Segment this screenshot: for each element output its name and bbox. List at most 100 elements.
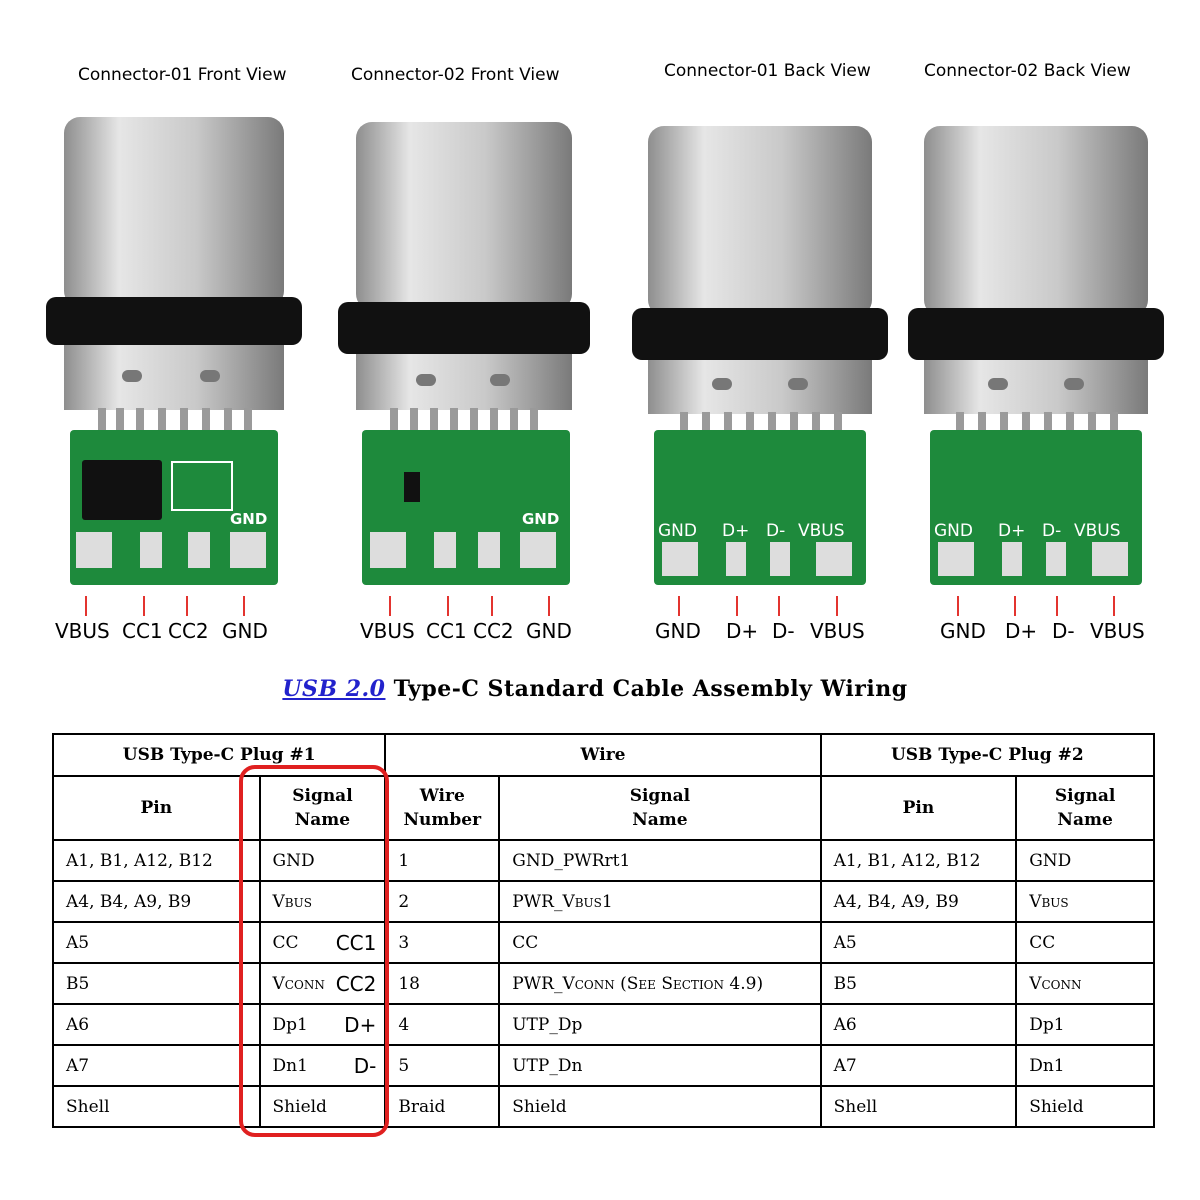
cell-wire: 5 (384, 1044, 501, 1087)
cell-pin2: Shell (819, 1085, 1018, 1128)
view-title-connector-02-back: Connector-02 Back View (924, 61, 1131, 81)
usb-2-link[interactable]: USB 2.0 (282, 676, 386, 702)
pin-tick (243, 596, 245, 616)
wiring-table: USB Type-C Plug #1 Wire USB Type-C Plug … (51, 733, 1156, 1128)
cell-sig1: Vbus (258, 880, 387, 923)
cell-wire: 18 (384, 962, 501, 1005)
group-header-plug-1: USB Type-C Plug #1 (51, 733, 387, 777)
pin-label: GND (526, 619, 572, 643)
pin-tick (143, 596, 145, 616)
cell-pin2: A4, B4, A9, B9 (819, 880, 1018, 923)
cell-wire-signal: UTP_Dn (498, 1044, 822, 1087)
cell-wire-signal: UTP_Dp (498, 1003, 822, 1046)
pin-label: CC1 (122, 619, 163, 643)
cell-sig2: Shield (1015, 1085, 1155, 1128)
cell-sig1: Shield (258, 1085, 387, 1128)
cell-wire: 2 (384, 880, 501, 923)
pin-tick (491, 596, 493, 616)
cell-wire: 1 (384, 839, 501, 882)
pin-tick (186, 596, 188, 616)
cell-wire-signal: PWR_Vconn (See Section 4.9) (498, 962, 822, 1005)
col-header-pin: Pin (52, 775, 261, 841)
pin-tick (548, 596, 550, 616)
table-row: Shell Shield Braid Shield Shell Shield (52, 1085, 1155, 1128)
pin-label: GND (655, 619, 701, 643)
cell-pin2: B5 (819, 962, 1018, 1005)
cell-wire-signal: PWR_Vbus1 (498, 880, 822, 923)
cell-sig2: Vbus (1015, 880, 1155, 923)
svg-text:GND: GND (658, 521, 697, 541)
view-title-connector-01-front: Connector-01 Front View (78, 65, 287, 85)
pin-label: VBUS (55, 619, 110, 643)
pin-tick (85, 596, 87, 616)
cell-pin1: A4, B4, A9, B9 (52, 880, 261, 923)
col-header-pin: Pin (819, 775, 1018, 841)
pin-tick (778, 596, 780, 616)
cell-pin2: A6 (819, 1003, 1018, 1046)
cell-sig2: GND (1015, 839, 1155, 882)
pin-tick (1113, 596, 1115, 616)
cell-pin2: A5 (819, 921, 1018, 964)
cell-sig1: GND (258, 839, 387, 882)
cell-sig2: Vconn (1015, 962, 1155, 1005)
svg-text:D-: D- (1042, 521, 1061, 541)
connector-02-front-image: GND (338, 122, 590, 585)
pin-label: VBUS (810, 619, 865, 643)
cell-sig2: Dn1 (1015, 1044, 1155, 1087)
page-title-text: Type-C Standard Cable Assembly Wiring (385, 676, 908, 702)
pin-label: VBUS (360, 619, 415, 643)
connector-02-back-image: GND D+ D- VBUS (908, 126, 1164, 585)
pin-tick (1056, 596, 1058, 616)
connector-01-back-image: GND D+ D- VBUS (632, 126, 888, 585)
group-header-plug-2: USB Type-C Plug #2 (819, 733, 1156, 777)
svg-text:D+: D+ (722, 521, 749, 541)
pin-label: D- (772, 619, 795, 643)
group-header-wire: Wire (384, 733, 822, 777)
connector-01-front-image: GND (46, 117, 302, 585)
pin-tick (389, 596, 391, 616)
view-title-connector-02-front: Connector-02 Front View (351, 65, 560, 85)
svg-text:D+: D+ (998, 521, 1025, 541)
pin-label: D+ (1005, 619, 1038, 643)
svg-text:D-: D- (766, 521, 785, 541)
cell-pin1: Shell (52, 1085, 261, 1128)
pin-label: D- (1052, 619, 1075, 643)
pin-label: VBUS (1090, 619, 1145, 643)
cell-sig2: Dp1 (1015, 1003, 1155, 1046)
cell-wire: Braid (384, 1085, 501, 1128)
cell-pin1: A5 (52, 921, 261, 964)
pin-tick (836, 596, 838, 616)
annotation-cc1: CC1 (335, 930, 377, 955)
pin-label: CC1 (426, 619, 467, 643)
pin-tick (678, 596, 680, 616)
cell-wire-signal: CC (498, 921, 822, 964)
svg-text:GND: GND (934, 521, 973, 541)
cell-pin1: A1, B1, A12, B12 (52, 839, 261, 882)
cell-pin2: A7 (819, 1044, 1018, 1087)
pin-tick (957, 596, 959, 616)
cell-wire: 4 (384, 1003, 501, 1046)
pin-label: GND (940, 619, 986, 643)
annotation-d-plus: D+ (344, 1012, 377, 1037)
cell-sig2: CC (1015, 921, 1155, 964)
svg-text:VBUS: VBUS (1074, 521, 1121, 541)
annotation-cc2: CC2 (335, 971, 377, 996)
view-title-connector-01-back: Connector-01 Back View (664, 61, 871, 81)
pin-label: CC2 (473, 619, 514, 643)
svg-text:VBUS: VBUS (798, 521, 845, 541)
pin-label: D+ (726, 619, 759, 643)
pin-tick (447, 596, 449, 616)
cell-wire-signal: Shield (498, 1085, 822, 1128)
pin-label: GND (222, 619, 268, 643)
